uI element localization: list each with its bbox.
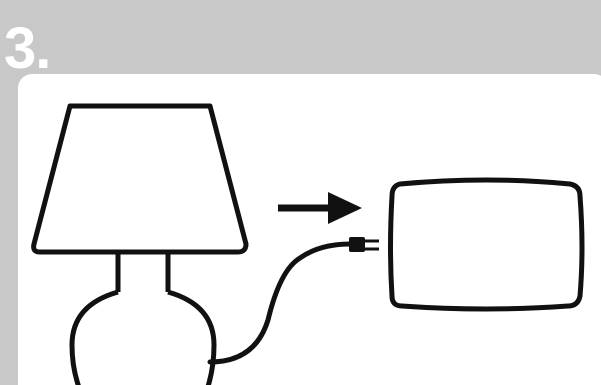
arrow-right-icon <box>278 192 362 224</box>
table-lamp-icon <box>34 106 246 385</box>
lamp-shade <box>34 106 246 252</box>
lamp-neck <box>118 252 168 292</box>
outlet-box-icon <box>391 180 583 309</box>
plug-icon <box>349 237 379 252</box>
power-cord-icon <box>210 244 350 362</box>
lamp-base <box>72 292 214 385</box>
